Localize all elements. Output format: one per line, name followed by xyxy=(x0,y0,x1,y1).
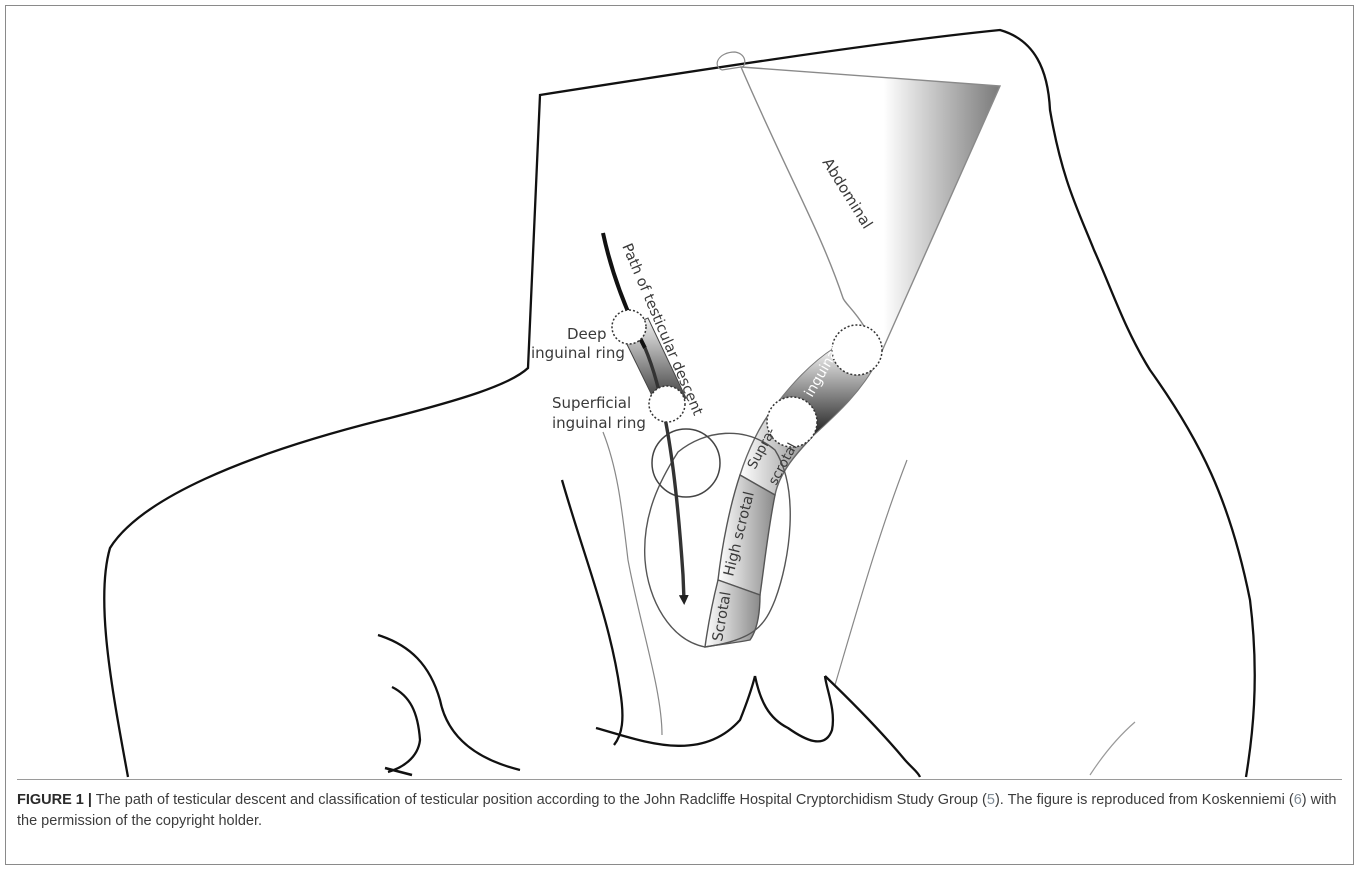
left-bottom-line xyxy=(388,687,420,772)
testis-circle xyxy=(652,429,720,497)
left-groin-line xyxy=(562,480,622,745)
caption-reference-5[interactable]: 5 xyxy=(987,792,995,808)
right-inner-thigh-line xyxy=(835,460,907,685)
right-thigh-line xyxy=(825,676,920,777)
caption-text-2: ). The figure is reproduced from Koskenn… xyxy=(995,792,1294,808)
label-deep-line2: inguinal ring xyxy=(531,344,625,362)
caption-text-1: The path of testicular descent and class… xyxy=(92,792,987,808)
label-superficial-line1: Superficial xyxy=(552,394,631,412)
lower-buttock-line-left xyxy=(378,635,520,770)
label-superficial-line2: inguinal ring xyxy=(552,414,646,432)
caption-reference-6[interactable]: 6 xyxy=(1294,792,1302,808)
perineum-line-right xyxy=(755,676,833,741)
figure-illustration: Abdominal Path of testicular descent Dee… xyxy=(0,0,1360,780)
label-deep-line1: Deep xyxy=(567,325,607,343)
figure-caption: FIGURE 1 | The path of testicular descen… xyxy=(17,790,1345,832)
caption-divider xyxy=(17,779,1342,780)
left-inner-thigh-line xyxy=(603,432,662,735)
right-leg-line xyxy=(1090,722,1135,775)
caption-figure-label: FIGURE 1 | xyxy=(17,792,92,808)
deep-inguinal-ring-left xyxy=(612,310,646,344)
